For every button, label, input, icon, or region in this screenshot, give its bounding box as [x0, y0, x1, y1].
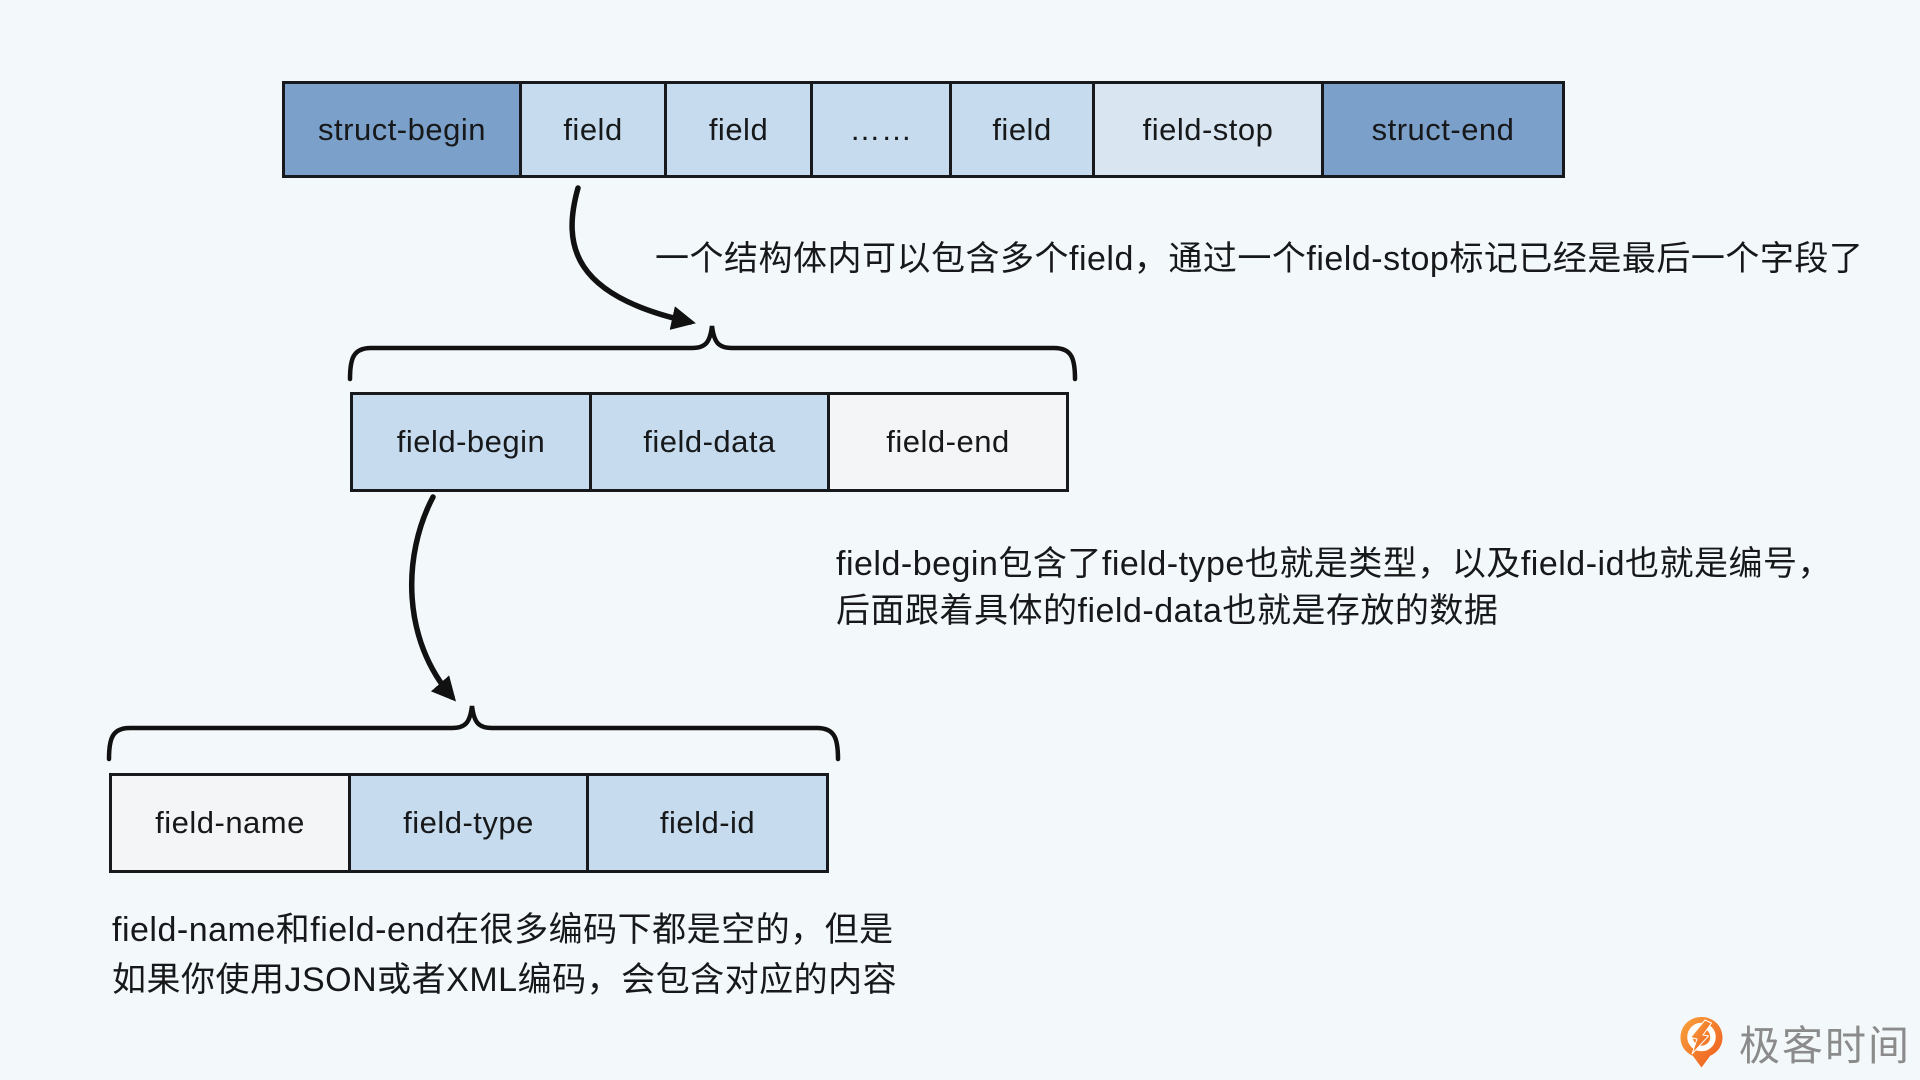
note-field-name-line1: field-name和field-end在很多编码下都是空的，但是	[112, 911, 894, 949]
box-field-name: field-name	[109, 773, 351, 873]
brace-fieldbegin-row-icon	[106, 705, 841, 762]
box-field-stop: field-stop	[1092, 81, 1324, 178]
box-field-begin: field-begin	[350, 392, 592, 492]
box-field-2: field	[664, 81, 813, 178]
note-field-begin-line2: 后面跟着具体的field-data也就是存放的数据	[836, 592, 1499, 630]
note-field-name: field-name和field-end在很多编码下都是空的，但是 如果你使用J…	[112, 905, 897, 1005]
note-field-name-line2: 如果你使用JSON或者XML编码，会包含对应的内容	[112, 961, 898, 999]
geektime-pin-icon	[1680, 1016, 1723, 1067]
struct-row: struct-begin field field …… field field-…	[282, 81, 1565, 178]
field-row: field-begin field-data field-end	[350, 392, 1069, 492]
box-field-1: field	[519, 81, 667, 178]
box-field-type: field-type	[348, 773, 589, 873]
geektime-logo: 极客时间	[1678, 1012, 1911, 1072]
geektime-logo-text: 极客时间	[1739, 1023, 1911, 1069]
note-field-begin: field-begin包含了field-type也就是类型，以及field-id…	[836, 541, 1832, 635]
brace-field-row-icon	[347, 325, 1078, 382]
box-ellipsis: ……	[810, 81, 952, 178]
box-field-data: field-data	[589, 392, 830, 492]
field-begin-row: field-name field-type field-id	[109, 773, 829, 873]
note-field-stop: 一个结构体内可以包含多个field，通过一个field-stop标记已经是最后一…	[655, 240, 1864, 278]
note-field-begin-line1: field-begin包含了field-type也就是类型，以及field-id…	[836, 545, 1832, 583]
box-struct-begin: struct-begin	[282, 81, 522, 178]
box-field-end: field-end	[827, 392, 1069, 492]
arrow-fieldbegin-to-detail-icon	[408, 494, 456, 702]
box-field-3: field	[949, 81, 1095, 178]
box-field-id: field-id	[586, 773, 829, 873]
box-struct-end: struct-end	[1321, 81, 1565, 178]
